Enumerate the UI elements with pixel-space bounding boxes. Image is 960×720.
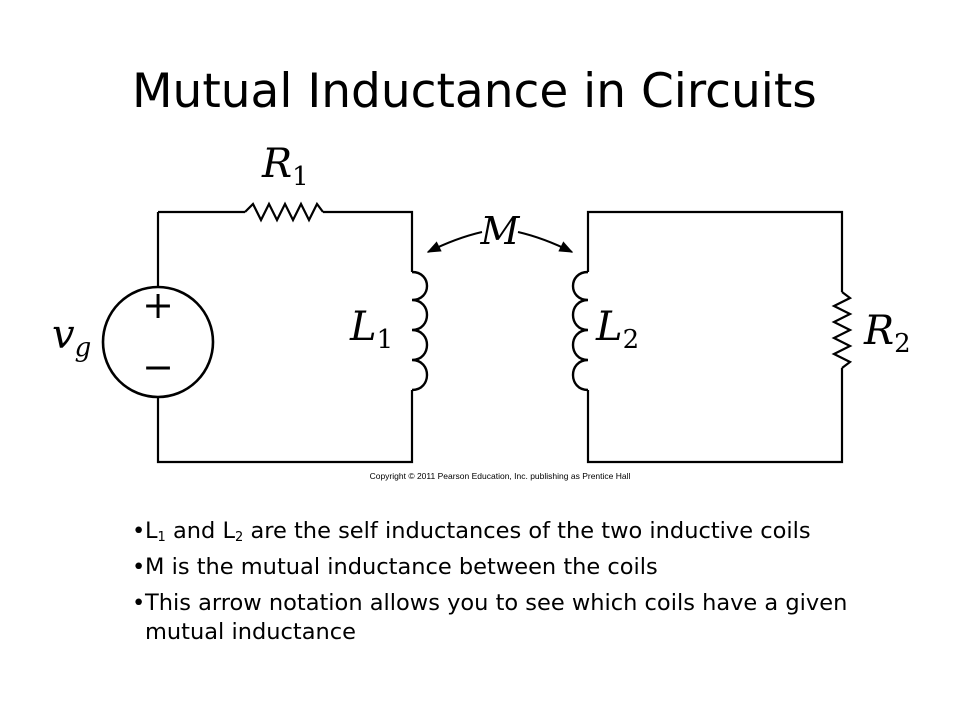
wire-primary-top-right (323, 210, 414, 272)
vg-plus-sign: + (142, 283, 174, 327)
label-mutual-m: M (480, 209, 521, 253)
label-r2-sub: 2 (894, 329, 911, 359)
bullet-2-text: M is the mutual inductance between the c… (145, 554, 658, 580)
wire-secondary-top (586, 210, 844, 292)
bullet-list: • L1 and L2 are the self inductances of … (132, 517, 892, 654)
label-vg-main: v (52, 312, 75, 358)
bullet-1-l2-sub: 2 (235, 530, 244, 545)
resistor-r1 (244, 201, 324, 223)
bullet-1-text: are the self inductances of the two indu… (243, 518, 811, 544)
label-r1-main: R (261, 141, 292, 187)
inductor-l2 (571, 270, 589, 392)
label-vg: vg (52, 312, 91, 363)
wire-secondary-bottom (586, 368, 844, 464)
wire-primary-bottom-left (156, 390, 414, 464)
label-l2-main: L (595, 304, 623, 350)
label-vg-sub: g (75, 333, 92, 363)
bullet-item-1: • L1 and L2 are the self inductances of … (132, 517, 892, 546)
bullet-dot-icon: • (132, 518, 146, 544)
bullet-item-3: • This arrow notation allows you to see … (132, 589, 892, 647)
label-l1-sub: 1 (377, 325, 394, 355)
label-r1: R1 (261, 141, 309, 192)
bullet-dot-icon: • (132, 554, 146, 580)
slide-title: Mutual Inductance in Circuits (132, 64, 817, 119)
bullet-dot-icon: • (132, 590, 146, 616)
bullet-1-l1-sub: 1 (157, 530, 166, 545)
bullet-item-2: • M is the mutual inductance between the… (132, 553, 892, 582)
inductor-l1 (411, 270, 429, 392)
label-r2-main: R (863, 308, 894, 354)
bullet-3-text: This arrow notation allows you to see wh… (145, 590, 848, 645)
label-l1-main: L (349, 304, 377, 350)
mutual-arrow-left (426, 231, 483, 253)
secondary-circuit (586, 210, 844, 464)
voltage-source-vg (101, 285, 215, 399)
label-l1: L1 (349, 304, 393, 355)
label-r2: R2 (863, 308, 911, 359)
label-l2-sub: 2 (623, 325, 640, 355)
label-l2: L2 (595, 304, 639, 355)
label-r1-sub: 1 (292, 162, 309, 192)
vg-minus-sign: − (142, 345, 174, 389)
copyright-notice: Copyright © 2011 Pearson Education, Inc.… (370, 471, 631, 481)
primary-circuit (156, 210, 414, 464)
bullet-1-l1: L (145, 518, 158, 544)
bullet-1-and: and (165, 518, 223, 544)
mutual-arrow-right (517, 231, 574, 253)
resistor-r2 (831, 291, 853, 369)
bullet-1-l2: L (222, 518, 236, 544)
